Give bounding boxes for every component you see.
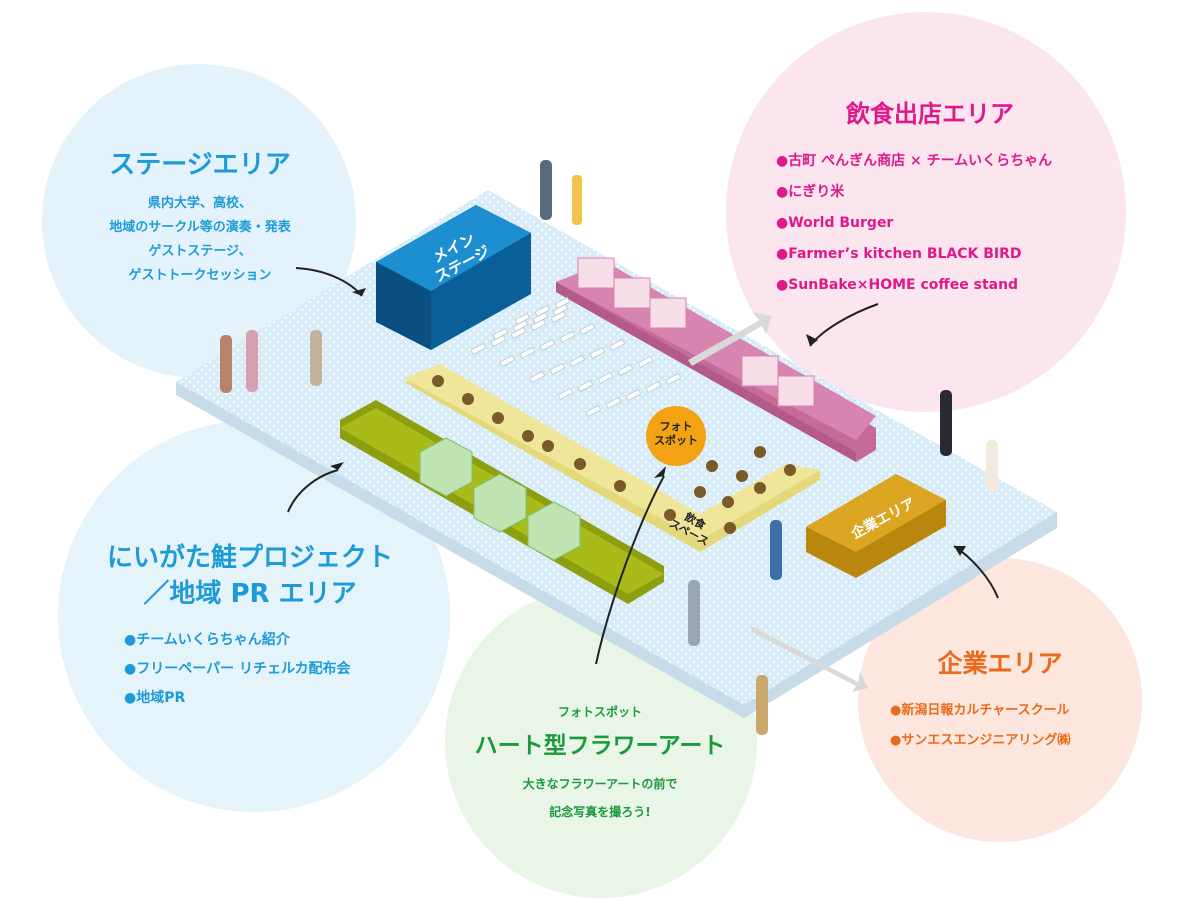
food-item: ●SunBake×HOME coffee stand: [776, 277, 1019, 293]
arrowheads: [330, 288, 966, 556]
food-item: ●にぎり米: [776, 184, 845, 200]
food-item: ●World Burger: [776, 215, 894, 231]
corp-block: [806, 474, 946, 578]
stage-area-title: ステージエリア: [109, 150, 291, 180]
food-area-list: ●古町 ぺんぎん商店 × チームいくらちゃん ●にぎり米 ●World Burg…: [776, 146, 1052, 301]
corp-area-title: 企業エリア: [937, 649, 1063, 678]
pr-booths: [419, 437, 581, 561]
stage-area-description: 県内大学、高校、 地域のサークル等の演奏・発表 ゲストステージ、 ゲストトークセ…: [109, 196, 291, 283]
corp-item: ●新潟日報カルチャースクール: [890, 703, 1070, 718]
food-item: ●Farmer’s kitchen BLACK BIRD: [776, 246, 1022, 262]
pr-item: ●チームいくらちゃん紹介: [124, 632, 290, 648]
main-stage-block: [376, 205, 531, 350]
food-item: ●古町 ぺんぎん商店 × チームいくらちゃん: [776, 153, 1053, 169]
food-area-title: 飲食出店エリア: [846, 100, 1014, 128]
visitors: [220, 160, 998, 735]
corp-area-list: ●新潟日報カルチャースクール ●サンエスエンジニアリング㈱: [890, 696, 1070, 756]
photo-area-label: フォトスポット: [557, 705, 642, 719]
dining-tables: [432, 375, 796, 534]
audience-chairs: [470, 296, 682, 417]
photo-area-title: ハート型フラワーアート: [474, 733, 726, 759]
corp-item: ●サンエスエンジニアリング㈱: [890, 733, 1071, 748]
photo-spot-marker: [646, 406, 706, 466]
dining-strip: [404, 364, 820, 552]
photo-area-description: 大きなフラワーアートの前で 記念写真を撮ろう!: [522, 777, 678, 819]
pr-area-list: ●チームいくらちゃん紹介 ●フリーペーパー リチェルカ配布会 ●地域PR: [124, 626, 351, 713]
food-area-bubble: [726, 12, 1126, 412]
pr-item: ●地域PR: [124, 690, 186, 706]
food-stalls: [577, 257, 815, 407]
photo-spot-label: フォト スポット: [654, 420, 698, 447]
pr-item: ●フリーペーパー リチェルカ配布会: [124, 661, 351, 677]
walkway-arrows: [688, 312, 868, 692]
pr-area-title: にいがた鮭プロジェクト ／地域 PR エリア: [106, 543, 393, 609]
